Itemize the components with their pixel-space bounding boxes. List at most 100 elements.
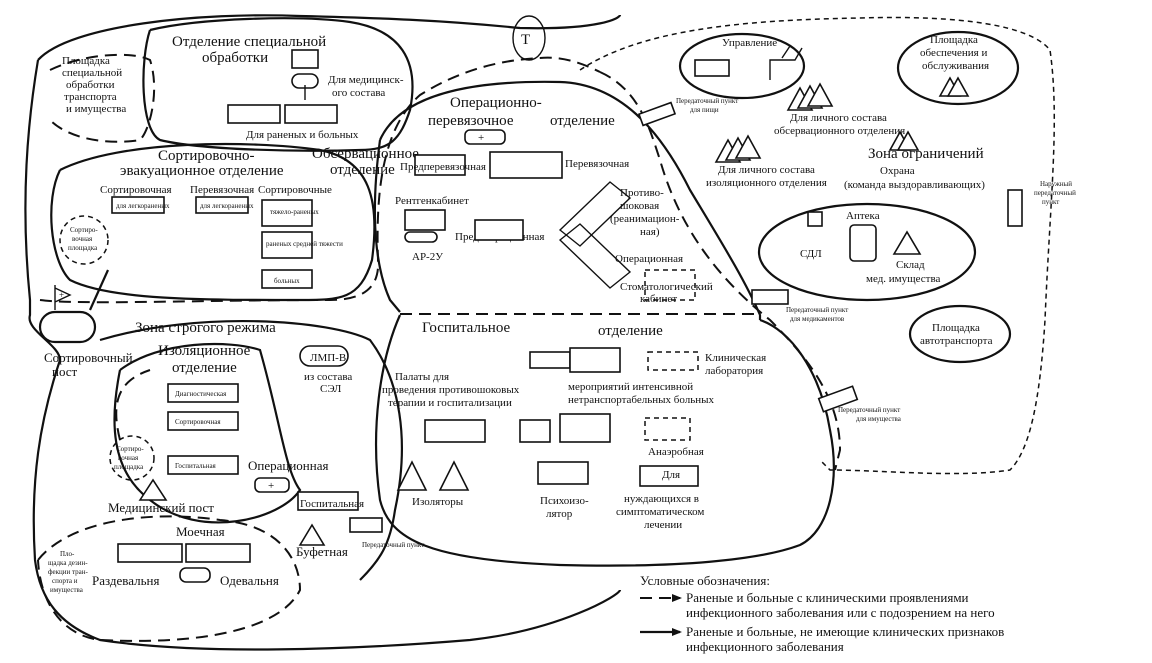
iso-hospital2-label: Госпитальная — [300, 498, 364, 510]
observation-title-2: отделение — [330, 162, 395, 178]
dressing-label: Перевязочная — [565, 158, 629, 170]
undress-label: Раздевальня — [92, 573, 160, 588]
transfer-points: Передаточный пункт для пищи Передаточный… — [637, 97, 1076, 423]
buffet-label: Буфетная — [296, 544, 348, 559]
sorting-title: Сортировочно- — [158, 148, 255, 164]
dental-label-2: кабинет — [640, 293, 677, 305]
restriction-zone: Управление Площадка обеспечения и обслуж… — [678, 30, 1020, 364]
hospital-zone: Госпитальное отделение Клиническая лабор… — [374, 314, 835, 567]
antishock-room-upper — [558, 181, 632, 247]
ward-box-4 — [519, 419, 551, 443]
pharmacy-ellipse — [757, 202, 977, 302]
wards-label: Палаты для — [395, 371, 449, 383]
property-transfer-label-2: для имущества — [856, 415, 902, 423]
meds-transfer-label-2: для медикаментов — [790, 315, 845, 323]
management-label: Управление — [722, 37, 777, 49]
dressing-light-sub: для легкораненых — [200, 202, 254, 210]
ward-box-5 — [559, 413, 611, 443]
observation-title: Обсервационное — [312, 146, 419, 162]
warehouse-label-2: мед. имущества — [866, 273, 941, 285]
outer-transfer-label-2: передаточный — [1034, 189, 1076, 197]
sorting-post-label: Сортировочный — [44, 350, 133, 365]
symptom-label-2: нуждающихся в — [624, 493, 699, 505]
wash-box-2 — [185, 543, 251, 563]
buffet-triangle — [298, 523, 326, 546]
guard-label-2: (команда выздоравливающих) — [844, 179, 985, 191]
iso-hospital-label: Госпитальная — [175, 462, 217, 470]
hospital-title: Госпитальное — [422, 320, 511, 336]
lab-label-2: лаборатория — [705, 365, 763, 377]
wash-box-1 — [117, 543, 183, 563]
sorting-post: + Сортировочный пост — [38, 269, 133, 379]
sort-room-sub: для легкораненых — [116, 202, 170, 210]
legend: Условные обозначения: Раненые и больные … — [640, 573, 1004, 654]
preop-box — [474, 219, 524, 241]
warehouse-label: Склад — [896, 259, 925, 271]
svg-text:+: + — [268, 480, 274, 492]
antishock-room-lower — [558, 223, 632, 289]
wards-label-2: проведения противошоковых — [382, 384, 520, 396]
iso-pad-label: Сортиро- — [116, 445, 144, 453]
top-symbol-letter: Т — [521, 32, 530, 48]
restriction-zone-boundary — [579, 16, 1056, 475]
predressing-box — [414, 154, 466, 176]
wash-label: Моечная — [176, 524, 225, 539]
operation-label: Операционная — [615, 253, 683, 265]
support-label: Площадка — [930, 34, 978, 46]
lab-box — [647, 351, 699, 371]
outer-transfer-label: Наружный — [1040, 180, 1072, 188]
ar-box — [404, 231, 438, 243]
lmp-sub-2: СЭЛ — [320, 383, 342, 395]
symptom-label: Для — [662, 469, 680, 481]
transport-pad-label-4: транспорта — [64, 91, 117, 103]
arrowhead-icon — [672, 628, 682, 636]
food-transfer-label: Передаточный пункт — [676, 97, 738, 105]
dental-box — [644, 269, 696, 301]
intensive-label: мероприятий интенсивной — [568, 381, 693, 393]
psych-label-2: лятор — [546, 508, 573, 520]
management-ellipse — [678, 32, 806, 100]
warehouse-triangle — [892, 230, 922, 255]
transport-pad-label: Площадка — [62, 55, 110, 67]
antishock-label-4: ная) — [640, 226, 660, 238]
sdl-box — [807, 211, 823, 227]
intensive-label-2: нетранспортабельных больных — [568, 394, 715, 406]
decon-label-5: имущества — [50, 586, 84, 594]
support-label-2: обеспечения и — [920, 47, 987, 59]
iso-pad-label-3: площадка — [114, 463, 144, 471]
legend-item2-2: инфекционного заболевания — [686, 639, 844, 654]
management-box — [694, 59, 730, 77]
decon-label: Пло- — [60, 550, 75, 558]
iso-transfer-label: Передаточный пункт — [362, 541, 424, 549]
special-treatment-title-2: обработки — [202, 50, 268, 66]
washing-zone: Моечная Раздевальня Одевальня Пло- щадка… — [37, 515, 302, 642]
obs-staff-label: Для личного состава — [790, 112, 887, 124]
symptom-box — [639, 465, 699, 487]
sorting-post-label-2: пост — [52, 364, 78, 379]
sorting-zone: Сортировочно- эвакуационное отделение Со… — [50, 142, 376, 302]
xray-box — [404, 209, 446, 231]
dressing-box — [489, 151, 563, 179]
iso-sort-label: Сортировочная — [175, 418, 221, 426]
medical-staff-label-2: ого состава — [332, 87, 385, 99]
sorting-pad-label-3: площадка — [68, 244, 98, 252]
infectious-flow-path-3 — [115, 369, 151, 441]
lmp-box — [299, 345, 349, 367]
top-symbol: Т — [512, 15, 546, 61]
iso-transfer-box — [349, 517, 383, 533]
dress-label: Одевальня — [220, 573, 279, 588]
ward-box-3 — [424, 419, 486, 443]
food-transfer-box — [637, 101, 677, 127]
iso-operation-label: Операционная — [248, 458, 328, 473]
isolator-triangle-1 — [396, 460, 428, 491]
isolator-triangle-2 — [438, 460, 470, 491]
lab-label: Клиническая — [705, 352, 766, 364]
special-treatment-title: Отделение специальной — [172, 34, 326, 50]
med-post-label: Медицинский пост — [108, 500, 214, 515]
predressing-label: Предперевязочная — [400, 161, 486, 173]
sdl-label: СДЛ — [800, 248, 822, 260]
decon-label-3: фекции тран- — [48, 568, 89, 576]
outer-boundary-left — [24, 14, 622, 651]
special-treatment-room — [291, 49, 319, 69]
